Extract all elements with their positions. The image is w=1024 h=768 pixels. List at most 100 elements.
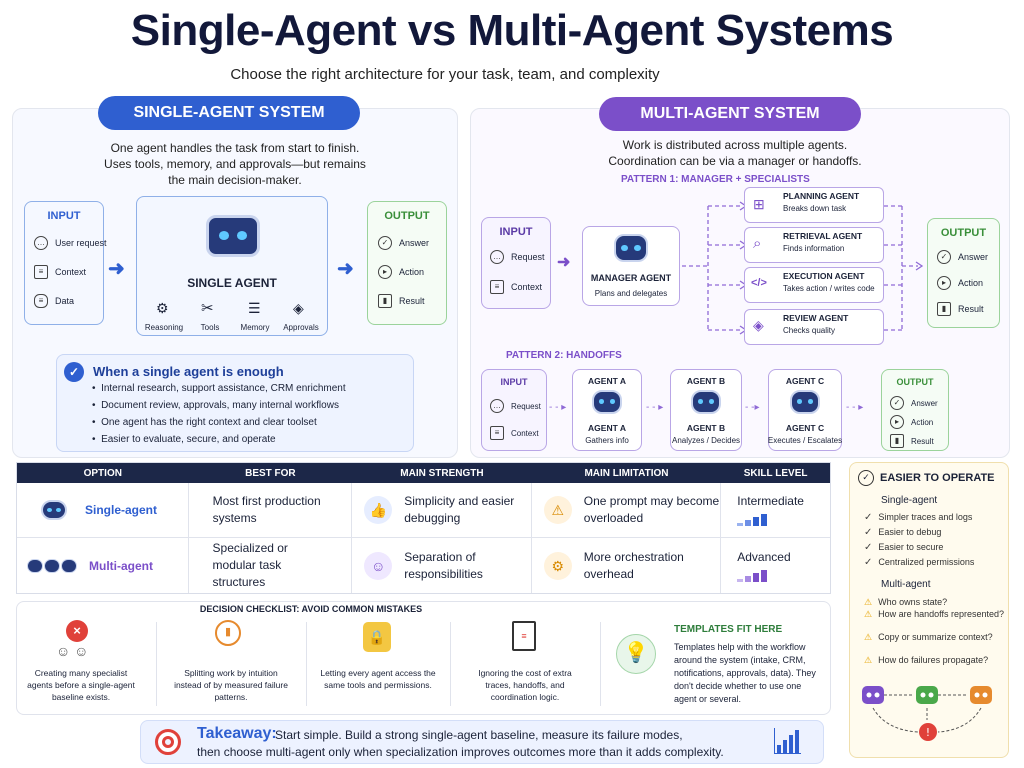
divider [450,622,451,706]
pattern-1-label: PATTERN 1: MANAGER + SPECIALISTS [621,174,810,185]
easier-to-operate-panel [849,462,1009,758]
takeaway-line-1: Start simple. Build a strong single-agen… [275,728,683,742]
people-x-icon: × [66,620,88,642]
single-input-row: …User request [34,236,107,250]
play-icon: ▸ [890,415,904,429]
shield-icon: ◈ [753,317,764,333]
handoff-agent-name: AGENT C [785,423,825,433]
robots-icon [27,558,77,573]
gear-icon: ⚙ [543,551,572,580]
lock-icon: 🔒 [363,622,391,652]
checklist-item: Letting every agent access the same tool… [320,668,436,690]
manager-agent-name: MANAGER AGENT [590,273,672,283]
arrow-right-icon: ➜ [557,254,571,271]
document-icon: ≡ [34,265,48,279]
warning-icon: ⚠ [543,496,572,524]
magnifier-chart-icon: ▮ [215,620,241,646]
pattern-2-label: PATTERN 2: HANDOFFS [506,350,622,361]
multi-agent-pill: MULTI-AGENT SYSTEM [599,97,861,131]
check-icon: ✓ [890,396,904,410]
comparison-table: OPTION BEST FOR MAIN STRENGTH MAIN LIMIT… [16,462,831,594]
list-item: • Easier to evaluate, secure, and operat… [92,434,276,445]
growth-chart-icon [774,728,801,754]
checklist-item: Creating many specialist agents before a… [27,668,135,702]
multi-output-row: ✓Answer [937,250,988,264]
robot-icon [790,390,820,414]
single-agent-pill: SINGLE-AGENT SYSTEM [98,96,360,130]
handoff-agent-name: AGENT B [686,423,726,433]
checklist-panel [16,601,831,715]
list-item: • One agent has the right context and cl… [92,417,317,428]
handoff-output-row: ✓Answer [890,396,938,410]
handoff-agent-desc: Analyzes / Decides [671,436,741,445]
document-icon: ≡ [490,280,504,294]
multi-desc-1: Work is distributed across multiple agen… [622,138,848,152]
handoff-output-row: ▸Action [890,415,933,429]
specialist-connectors [884,205,924,331]
search-icon: ⌕ [753,235,762,252]
bar-chart-icon: ▮ [378,294,392,308]
single-agent-label: SINGLE AGENT [187,276,277,290]
handoff-agent-top: AGENT A [588,376,626,386]
list-item: ✓Simpler traces and logs [864,512,973,523]
table-header: OPTION BEST FOR MAIN STRENGTH MAIN LIMIT… [17,463,830,483]
manager-agent-desc: Plans and delegates [594,289,668,298]
dashed-arrow-icon: - - ▸ [846,402,864,413]
single-output-title: OUTPUT [384,210,430,222]
checklist-title: DECISION CHECKLIST: AVOID COMMON MISTAKE… [199,604,423,614]
divider [306,622,307,706]
robot-icon [41,500,67,520]
handoff-input-title: INPUT [500,377,528,387]
checklist-item: Ignoring the cost of extra traces, hando… [478,668,572,702]
dashed-arrow-icon: - - ▸ [646,402,664,413]
templates-title: TEMPLATES FIT HERE [674,624,783,635]
single-desc-2: Uses tools, memory, and approvals—but re… [104,157,366,171]
shield-icon: ◈ [293,300,304,316]
brain-icon: ⚙ [156,300,169,316]
capability-label: Reasoning [144,323,184,332]
chat-icon: … [34,236,48,250]
multi-output-box: OUTPUT [927,218,1000,328]
multi-input-row: …Request [490,250,545,264]
single-desc-1: One agent handles the task from start to… [110,141,360,155]
thumbs-up-icon: 👍 [364,496,393,524]
single-output-box: OUTPUT [367,201,447,325]
robot-icon [614,234,648,262]
takeaway-banner [140,720,824,764]
chat-icon: … [490,250,504,264]
failure-propagation-diagram: ! [862,686,992,741]
dashed-arrow-icon: - - ▸ [549,402,567,413]
target-icon [155,729,181,755]
list-item: ⚠Who owns state? [864,597,948,607]
bulb-icon: ✓ [858,470,874,486]
handoff-input-row: ≡Context [490,426,539,440]
bar-chart-icon: ▮ [890,434,904,448]
bar-chart-icon: ▮ [937,302,951,316]
robot-icon [691,390,721,414]
arrow-right-icon: ➜ [337,258,354,280]
code-icon: </> [751,277,767,289]
robot-icon [592,390,622,414]
checklist-item: Splitting work by intuition instead of b… [174,668,288,702]
single-output-row: ▸Action [378,265,424,279]
handoff-agent-name: AGENT A [588,423,626,433]
list-item: ✓Centralized permissions [864,557,975,568]
when-single-title: When a single agent is enough [93,364,284,379]
multi-input-row: ≡Context [490,280,542,294]
multi-output-row: ▸Action [937,276,983,290]
list-item: ✓Easier to secure [864,542,944,553]
list-item: ⚠How are handoffs represented? [864,609,1004,619]
table-row: Multi-agent Specialized or modular task … [17,538,830,593]
tools-icon: ✂ [201,300,214,317]
list-item: • Document review, approvals, many inter… [92,400,339,411]
people-icon: ☺ ☺ [56,643,89,659]
document-icon: ≡ [490,426,504,440]
ease-title: EASIER TO OPERATE [880,472,995,484]
handoff-agent-top: AGENT B [686,376,726,386]
table-row: Single-agent Most first production syste… [17,483,830,538]
check-icon: ✓ [937,250,951,264]
list-item: ⚠How do failures propagate? [864,655,989,665]
